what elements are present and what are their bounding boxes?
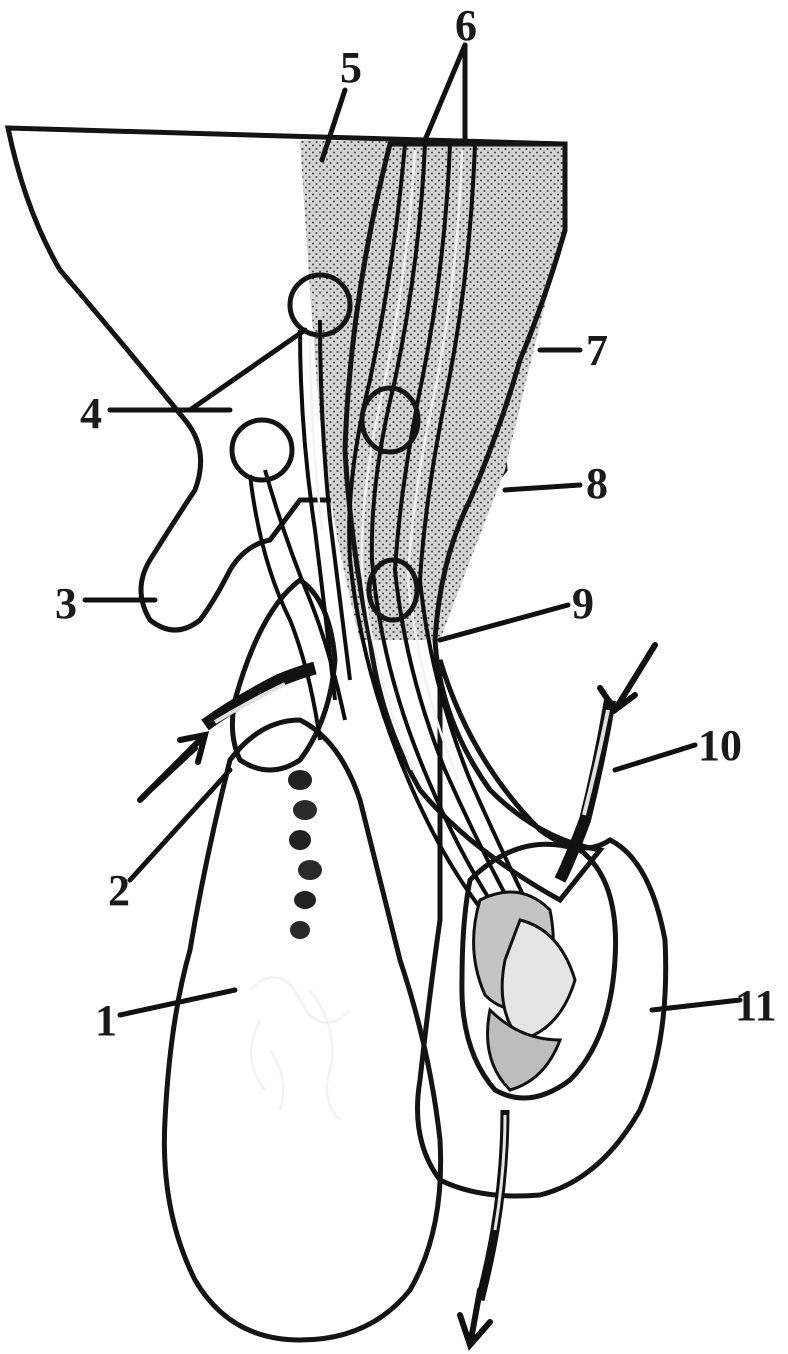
label-10: 10 (698, 721, 742, 770)
label-3: 3 (55, 579, 77, 628)
posterior-lobe-lobules (474, 892, 575, 1090)
inflow-arrow-icon-right (600, 645, 655, 710)
anterior-lobe-capillaries (250, 977, 350, 1120)
outflow-arrow-icon (460, 1290, 490, 1345)
label-7: 7 (586, 326, 608, 375)
label-4: 4 (80, 389, 102, 438)
label-6: 6 (455, 1, 477, 50)
label-5: 5 (340, 43, 362, 92)
inflow-arrow-icon-left (140, 735, 205, 800)
label-11: 11 (735, 981, 777, 1030)
portal-vessels (288, 770, 322, 939)
median-eminence-zone (300, 140, 565, 640)
label-8: 8 (586, 459, 608, 508)
paraventricular-nucleus (232, 420, 292, 480)
efferent-vein (480, 1110, 505, 1300)
label-2: 2 (108, 866, 130, 915)
label-9: 9 (572, 579, 594, 628)
label-1: 1 (95, 996, 117, 1045)
